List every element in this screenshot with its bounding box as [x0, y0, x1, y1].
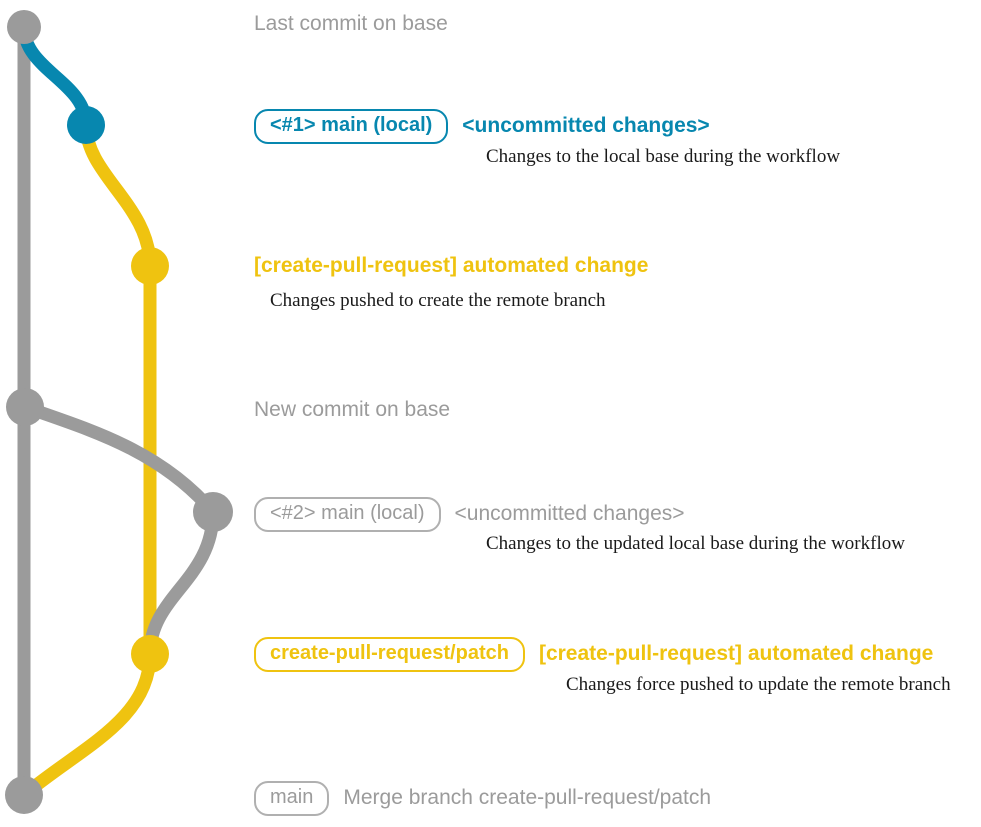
local-to-patch-line	[143, 505, 220, 661]
commit-subject-automated-change-2: [create-pull-request] automated change	[538, 642, 934, 666]
commit-subject-local-change-1: <uncommitted changes>	[462, 114, 710, 138]
commit-subject-automated-change-1: [create-pull-request] automated change	[254, 254, 649, 277]
commit-node-patch-1[interactable]	[131, 247, 169, 285]
commit-subject-last-commit-on-base: Last commit on base	[254, 12, 448, 35]
commit-node-patch-2[interactable]	[131, 635, 169, 673]
commit-node-local-2[interactable]	[193, 492, 233, 532]
branch-chip-main[interactable]: main	[254, 781, 330, 816]
commit-node-local-1[interactable]	[67, 106, 105, 144]
commit-subject-new-commit-on-base: New commit on base	[254, 398, 451, 421]
commit-node-base-head[interactable]	[7, 10, 41, 44]
commit-row-last-commit-on-base: Last commit on base	[254, 12, 448, 36]
commit-description-automated-change-1: Changes pushed to create the remote bran…	[270, 290, 606, 311]
commit-description-local-change-2: Changes to the updated local base during…	[486, 533, 905, 554]
commit-description-local-change-1: Changes to the local base during the wor…	[486, 146, 841, 167]
local-branch-line-2	[18, 400, 220, 519]
branch-chip-main-local-1[interactable]: <#1> main (local)	[254, 109, 449, 144]
commit-subject-local-change-2: <uncommitted changes>	[454, 502, 685, 526]
patch-to-merge-line	[17, 647, 157, 802]
branch-chip-create-pull-request-patch[interactable]: create-pull-request/patch	[254, 637, 525, 672]
commit-row-local-change-2: <#2> main (local) <uncommitted changes>	[254, 497, 685, 532]
branch-chip-main-local-2[interactable]: <#2> main (local)	[254, 497, 441, 532]
commit-row-automated-change-2: create-pull-request/patch [create-pull-r…	[254, 637, 933, 672]
commit-node-merge[interactable]	[5, 776, 43, 814]
commit-subject-merge-commit: Merge branch create-pull-request/patch	[343, 786, 712, 810]
commit-description-automated-change-2: Changes force pushed to update the remot…	[566, 674, 951, 695]
commit-row-merge-commit: main Merge branch create-pull-request/pa…	[254, 781, 711, 816]
commit-row-local-change-1: <#1> main (local) <uncommitted changes>	[254, 109, 710, 144]
commit-node-base-new[interactable]	[6, 388, 44, 426]
patch-branch-line	[79, 118, 157, 661]
